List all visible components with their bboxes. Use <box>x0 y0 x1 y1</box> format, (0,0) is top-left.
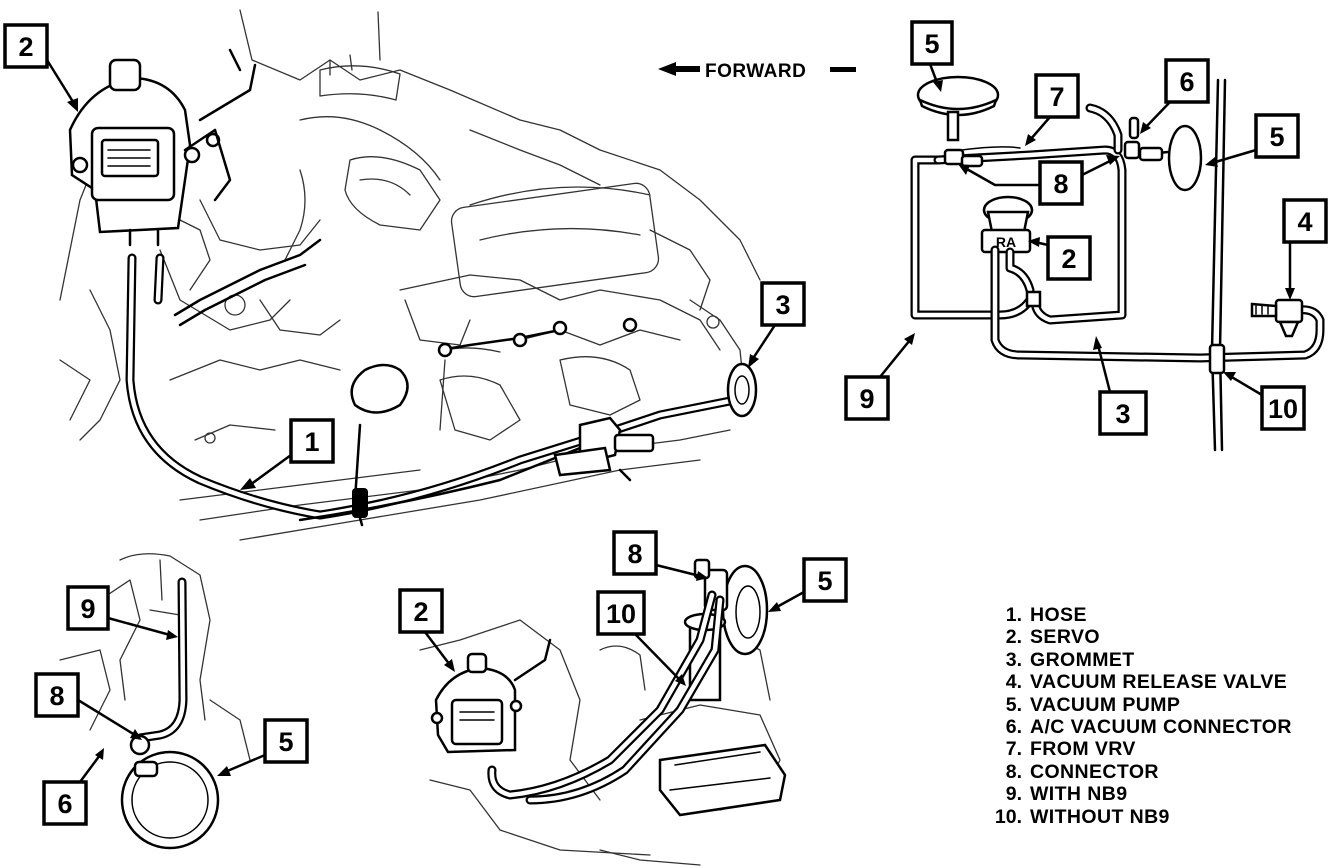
servo-main <box>68 48 257 247</box>
svg-text:10: 10 <box>606 599 636 629</box>
legend-text: A/C VACUUM CONNECTOR <box>1030 716 1292 739</box>
svg-text:5: 5 <box>924 29 939 59</box>
legend-num: 7. <box>1005 738 1022 761</box>
legend-num: 3. <box>1005 648 1022 671</box>
legend-num: 2. <box>1005 626 1022 649</box>
svg-text:7: 7 <box>1049 82 1064 112</box>
svg-text:8: 8 <box>627 539 642 569</box>
legend-text: VACUUM RELEASE VALVE <box>1030 671 1288 694</box>
legend-num: 4. <box>1005 671 1022 694</box>
legend-item: 5. VACUUM PUMP <box>972 694 1337 716</box>
svg-text:9: 9 <box>80 594 95 624</box>
callout-4-schem: 4 <box>1282 198 1328 300</box>
callout-10-schem: 3 <box>1093 336 1148 436</box>
svg-text:5: 5 <box>278 727 293 757</box>
legend-num: 10. <box>994 805 1022 828</box>
callout-8-schem: 8 <box>958 155 1120 206</box>
svg-text:9: 9 <box>859 384 874 414</box>
svg-text:8: 8 <box>49 681 64 711</box>
callout-5-center: 5 <box>768 557 848 612</box>
callout-8-center: 8 <box>612 530 708 581</box>
svg-text:6: 6 <box>1179 67 1194 97</box>
callout-2-schem: 2 <box>1028 235 1092 281</box>
callout-8-left: 8 <box>34 672 142 740</box>
legend-text: CONNECTOR <box>1030 760 1159 783</box>
svg-text:2: 2 <box>18 32 33 62</box>
detail-center-view: 8 10 5 2 <box>398 530 848 866</box>
callout-2-center: 2 <box>398 588 455 672</box>
svg-text:4: 4 <box>1297 207 1312 237</box>
arrow-left-icon <box>658 62 700 76</box>
callout-9-schem: 9 <box>844 333 915 421</box>
legend-text: VACUUM PUMP <box>1030 693 1181 716</box>
servo-marking: RA <box>996 234 1016 250</box>
forward-label: FORWARD <box>705 61 806 82</box>
legend-item: 7. FROM VRV <box>972 738 1337 760</box>
legend-item: 8. CONNECTOR <box>972 761 1337 783</box>
callout-1-main: 1 <box>240 418 335 490</box>
svg-text:1: 1 <box>304 427 319 457</box>
callout-7-schem: 7 <box>1025 73 1080 146</box>
legend-text: GROMMET <box>1030 648 1135 671</box>
legend: 1. HOSE 2. SERVO 3. GROMMET 4. VACUUM RELEAS… <box>972 604 1337 828</box>
legend-item: 1. HOSE <box>972 604 1337 626</box>
legend-item: 4. VACUUM RELEASE VALVE <box>972 671 1337 693</box>
callout-10-center: 10 <box>596 590 686 686</box>
callout-5-schem-right: 5 <box>1205 113 1300 167</box>
svg-text:10: 10 <box>1268 394 1298 424</box>
legend-text: FROM VRV <box>1030 738 1136 761</box>
legend-num: 6. <box>1005 716 1022 739</box>
forward-indicator: FORWARD <box>658 61 856 82</box>
svg-text:6: 6 <box>57 789 72 819</box>
svg-text:2: 2 <box>413 597 428 627</box>
callout-2-main: 2 <box>3 23 78 112</box>
hose-main <box>125 238 758 527</box>
svg-text:5: 5 <box>1269 122 1284 152</box>
legend-text: SERVO <box>1030 626 1100 649</box>
detail-left-view: 9 8 6 5 <box>34 553 309 850</box>
callout-5-left: 5 <box>217 718 309 776</box>
callout-5-schem-top: 5 <box>910 20 954 92</box>
legend-item: 10. WITHOUT NB9 <box>972 806 1337 828</box>
legend-text: WITHOUT NB9 <box>1030 805 1170 828</box>
legend-text: WITH NB9 <box>1030 783 1128 806</box>
legend-item: 6. A/C VACUUM CONNECTOR <box>972 716 1337 738</box>
callout-9-left: 9 <box>66 585 178 640</box>
svg-text:5: 5 <box>817 566 832 596</box>
legend-num: 1. <box>1005 604 1022 626</box>
legend-num: 9. <box>1005 783 1022 806</box>
callout-3-schem: 10 <box>1223 372 1306 431</box>
svg-text:8: 8 <box>1053 169 1068 199</box>
callout-6-left: 6 <box>42 748 104 826</box>
callout-3-main: 3 <box>748 281 806 368</box>
svg-text:3: 3 <box>775 290 790 320</box>
legend-num: 5. <box>1005 693 1022 716</box>
legend-text: HOSE <box>1030 604 1087 626</box>
svg-text:2: 2 <box>1061 244 1076 274</box>
schematic-view: RA 5 7 <box>844 20 1328 452</box>
legend-num: 8. <box>1005 760 1022 783</box>
legend-item: 2. SERVO <box>972 626 1337 648</box>
engine-sketch <box>59 9 761 541</box>
svg-text:3: 3 <box>1115 399 1130 429</box>
callout-6-schem: 6 <box>1140 58 1210 134</box>
main-engine-view: 2 1 3 FORWARD <box>3 9 856 541</box>
legend-item: 9. WITH NB9 <box>972 783 1337 805</box>
legend-item: 3. GROMMET <box>972 649 1337 671</box>
